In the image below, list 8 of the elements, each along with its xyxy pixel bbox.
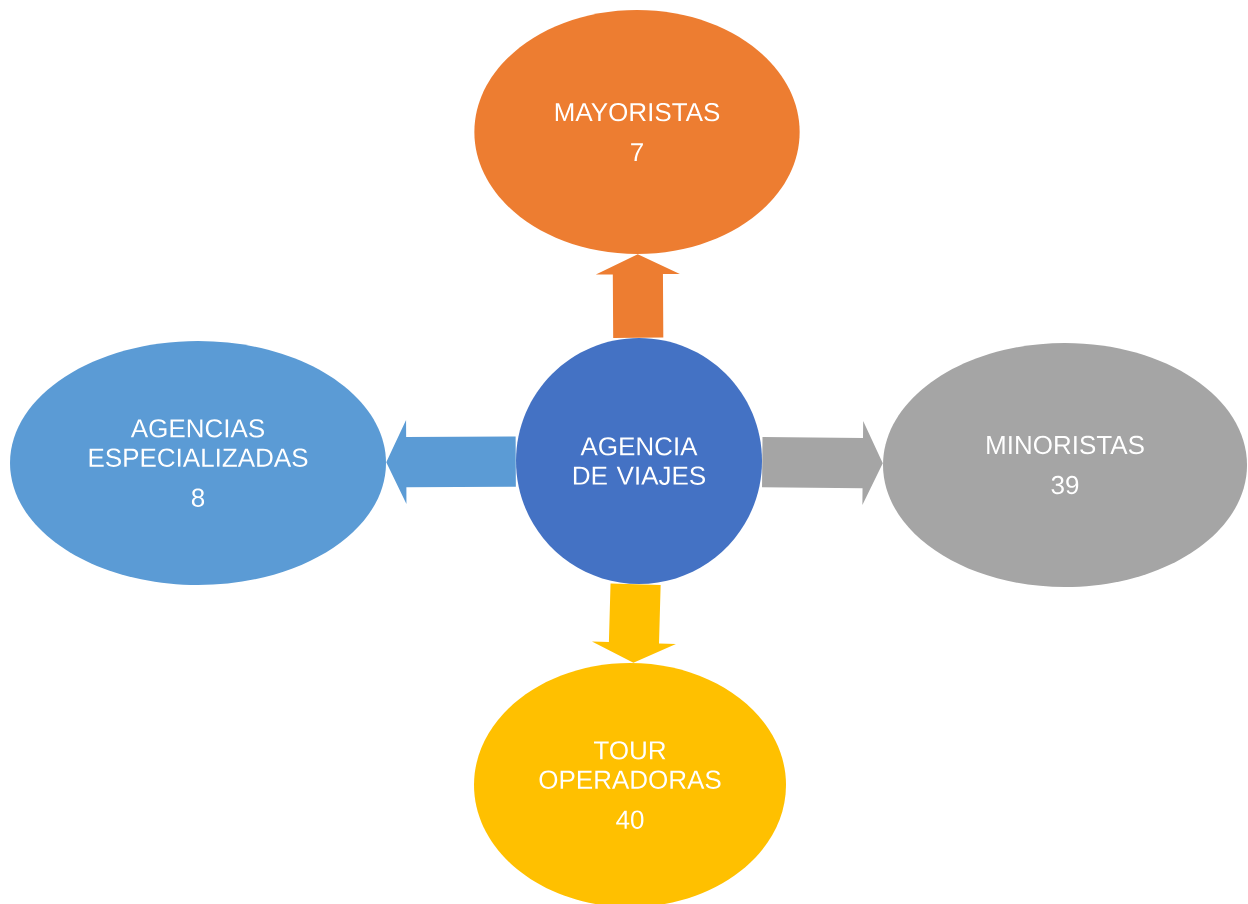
circle-node: AGENCIA DE VIAJES <box>516 338 762 584</box>
ellipse-node: MINORISTAS 39 <box>883 343 1247 587</box>
ellipse-node: AGENCIAS ESPECIALIZADAS 8 <box>10 341 386 585</box>
ellipse-node: MAYORISTAS 7 <box>474 10 800 254</box>
block-arrow <box>386 420 516 505</box>
block-arrow <box>595 254 680 338</box>
block-arrow <box>591 583 676 663</box>
block-arrow <box>762 421 883 506</box>
